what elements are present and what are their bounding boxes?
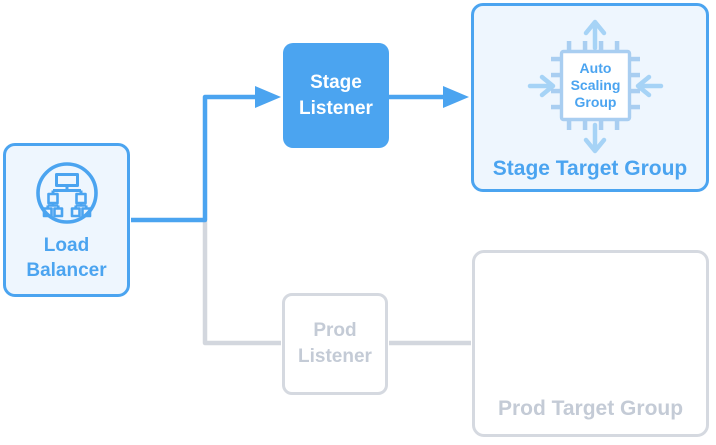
cpu-chip-icon xyxy=(551,41,640,130)
arrowhead-icon xyxy=(443,86,469,108)
load-balancer-label: Load Balancer xyxy=(26,233,106,283)
prod-listener-label: Prod Listener xyxy=(298,318,372,370)
asg-label-line2: Scaling xyxy=(570,77,621,93)
prod-target-group-node: Prod Target Group xyxy=(472,250,709,437)
edge-load-balancer-to-stage-listener xyxy=(131,86,281,223)
stage-listener-label-line1: Stage xyxy=(310,71,362,93)
scaling-arrows xyxy=(527,19,664,154)
auto-scaling-group-label: Auto Scaling Group xyxy=(562,52,629,119)
prod-listener-label-line2: Listener xyxy=(298,346,372,367)
scale-arrow-up-icon xyxy=(583,19,607,51)
stage-target-group-label: Stage Target Group xyxy=(492,157,688,180)
load-balancer-label-line1: Load xyxy=(43,235,90,256)
asg-label-line1: Auto xyxy=(579,60,612,76)
prod-target-group-label: Prod Target Group xyxy=(497,397,684,420)
load-balancer-node: Load Balancer xyxy=(3,143,130,297)
edge-load-balancer-to-prod-listener xyxy=(202,221,281,346)
stage-listener-label-line2: Listener xyxy=(299,97,373,119)
scale-arrow-right-icon xyxy=(527,74,556,98)
stage-target-group-node: Auto Scaling Group Stage Target Group xyxy=(471,3,709,192)
scale-arrow-left-icon xyxy=(635,74,664,98)
stage-listener-node: Stage Listener xyxy=(283,43,389,148)
scale-arrow-down-icon xyxy=(583,122,607,154)
arrowhead-icon xyxy=(255,86,281,108)
stage-listener-label: Stage Listener xyxy=(299,70,373,122)
load-balancer-network-icon xyxy=(35,162,98,224)
edge-stage-listener-to-stage-target-group xyxy=(389,86,469,108)
prod-listener-node: Prod Listener xyxy=(282,293,388,395)
prod-listener-label-line1: Prod xyxy=(313,320,357,341)
load-balancer-label-line2: Balancer xyxy=(26,260,107,281)
asg-label-line3: Group xyxy=(574,94,617,110)
